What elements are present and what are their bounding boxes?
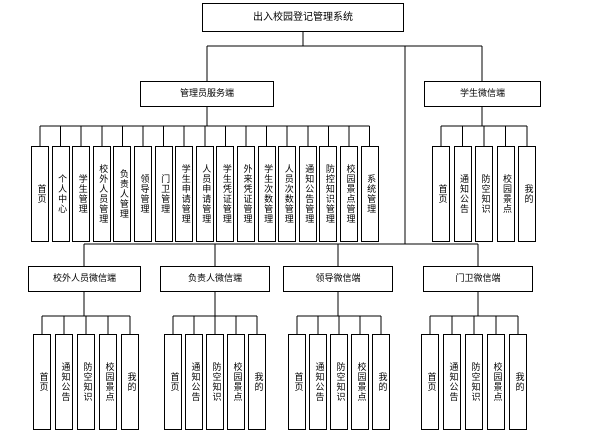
- outsider-node: 校外人员微信端: [28, 266, 141, 292]
- admin-function-item: 学生凭证管理: [216, 146, 235, 242]
- student-function-item: 通知公告: [453, 146, 472, 242]
- admin-function-item: 门卫管理: [154, 146, 173, 242]
- admin-function-item: 防控知识管理: [319, 146, 338, 242]
- outsider-function-item: 防空知识: [77, 334, 95, 430]
- leader-function-item: 首页: [288, 334, 306, 430]
- admin-function-item: 个人中心: [51, 146, 70, 242]
- leader-function-item: 通知公告: [309, 334, 327, 430]
- admin-function-item: 首页: [31, 146, 49, 242]
- principal-function-item: 首页: [164, 334, 182, 430]
- leader-function-item: 我的: [372, 334, 390, 430]
- guard-function-item: 首页: [421, 334, 439, 430]
- admin-function-item: 校园景点管理: [340, 146, 358, 242]
- admin-node: 管理员服务端: [140, 81, 274, 107]
- guard-node: 门卫微信端: [423, 266, 533, 292]
- leader-function-item: 防空知识: [330, 334, 348, 430]
- admin-function-item: 校外人员管理: [92, 146, 111, 242]
- leader-node: 领导微信端: [283, 266, 393, 292]
- principal-function-item: 校园景点: [227, 334, 245, 430]
- student-function-item: 首页: [432, 146, 450, 242]
- admin-function-item: 学生管理: [72, 146, 91, 242]
- guard-function-item: 通知公告: [443, 334, 461, 430]
- admin-function-item: 人员申请管理: [195, 146, 214, 242]
- outsider-function-item: 我的: [121, 334, 139, 430]
- admin-function-item: 领导管理: [134, 146, 152, 242]
- admin-function-item: 负责人管理: [113, 146, 132, 242]
- admin-function-item: 外来凭证管理: [237, 146, 255, 242]
- leader-function-item: 校园景点: [351, 334, 369, 430]
- admin-function-item: 通知公告管理: [298, 146, 317, 242]
- outsider-function-item: 首页: [33, 334, 51, 430]
- principal-function-item: 通知公告: [185, 334, 203, 430]
- principal-function-item: 防空知识: [206, 334, 224, 430]
- outsider-function-item: 校园景点: [99, 334, 117, 430]
- student-function-item: 我的: [518, 146, 536, 242]
- student-function-item: 校园景点: [496, 146, 515, 242]
- principal-function-item: 我的: [248, 334, 266, 430]
- root-node: 出入校园登记管理系统: [202, 3, 404, 32]
- guard-function-item: 校园景点: [487, 334, 505, 430]
- outsider-function-item: 通知公告: [55, 334, 73, 430]
- student-function-item: 防空知识: [475, 146, 493, 242]
- student-node: 学生微信端: [424, 81, 541, 107]
- admin-function-item: 学生申请管理: [175, 146, 194, 242]
- guard-function-item: 防空知识: [465, 334, 483, 430]
- admin-function-item: 系统管理: [360, 146, 379, 242]
- admin-function-item: 学生次数管理: [257, 146, 276, 242]
- admin-function-item: 人员次数管理: [278, 146, 297, 242]
- guard-function-item: 我的: [509, 334, 527, 430]
- principal-node: 负责人微信端: [160, 266, 270, 292]
